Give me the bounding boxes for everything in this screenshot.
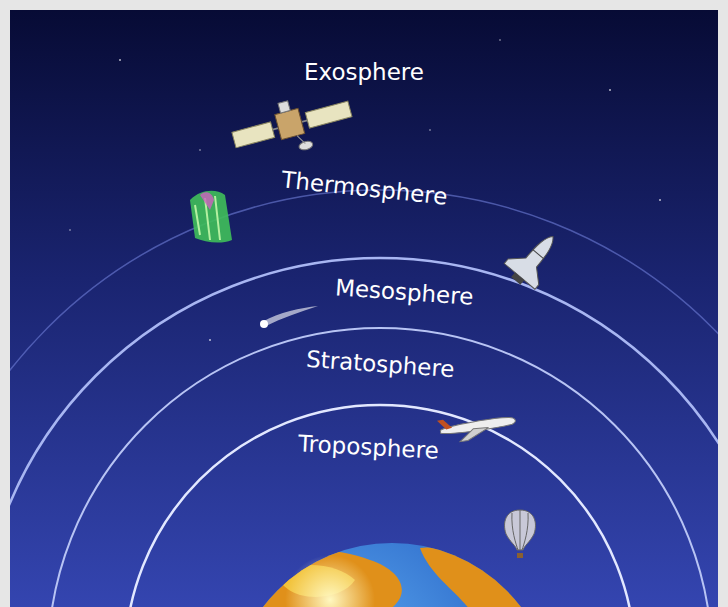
hot-air-balloon [505,510,536,558]
layer-boundaries [10,190,718,607]
aurora [190,191,232,243]
satellite [228,86,357,167]
space-shuttle [500,224,568,294]
layer-label: Exosphere [304,61,424,84]
sky [10,10,718,607]
meteor [260,306,318,328]
airplane [437,410,517,445]
earth [230,543,554,607]
